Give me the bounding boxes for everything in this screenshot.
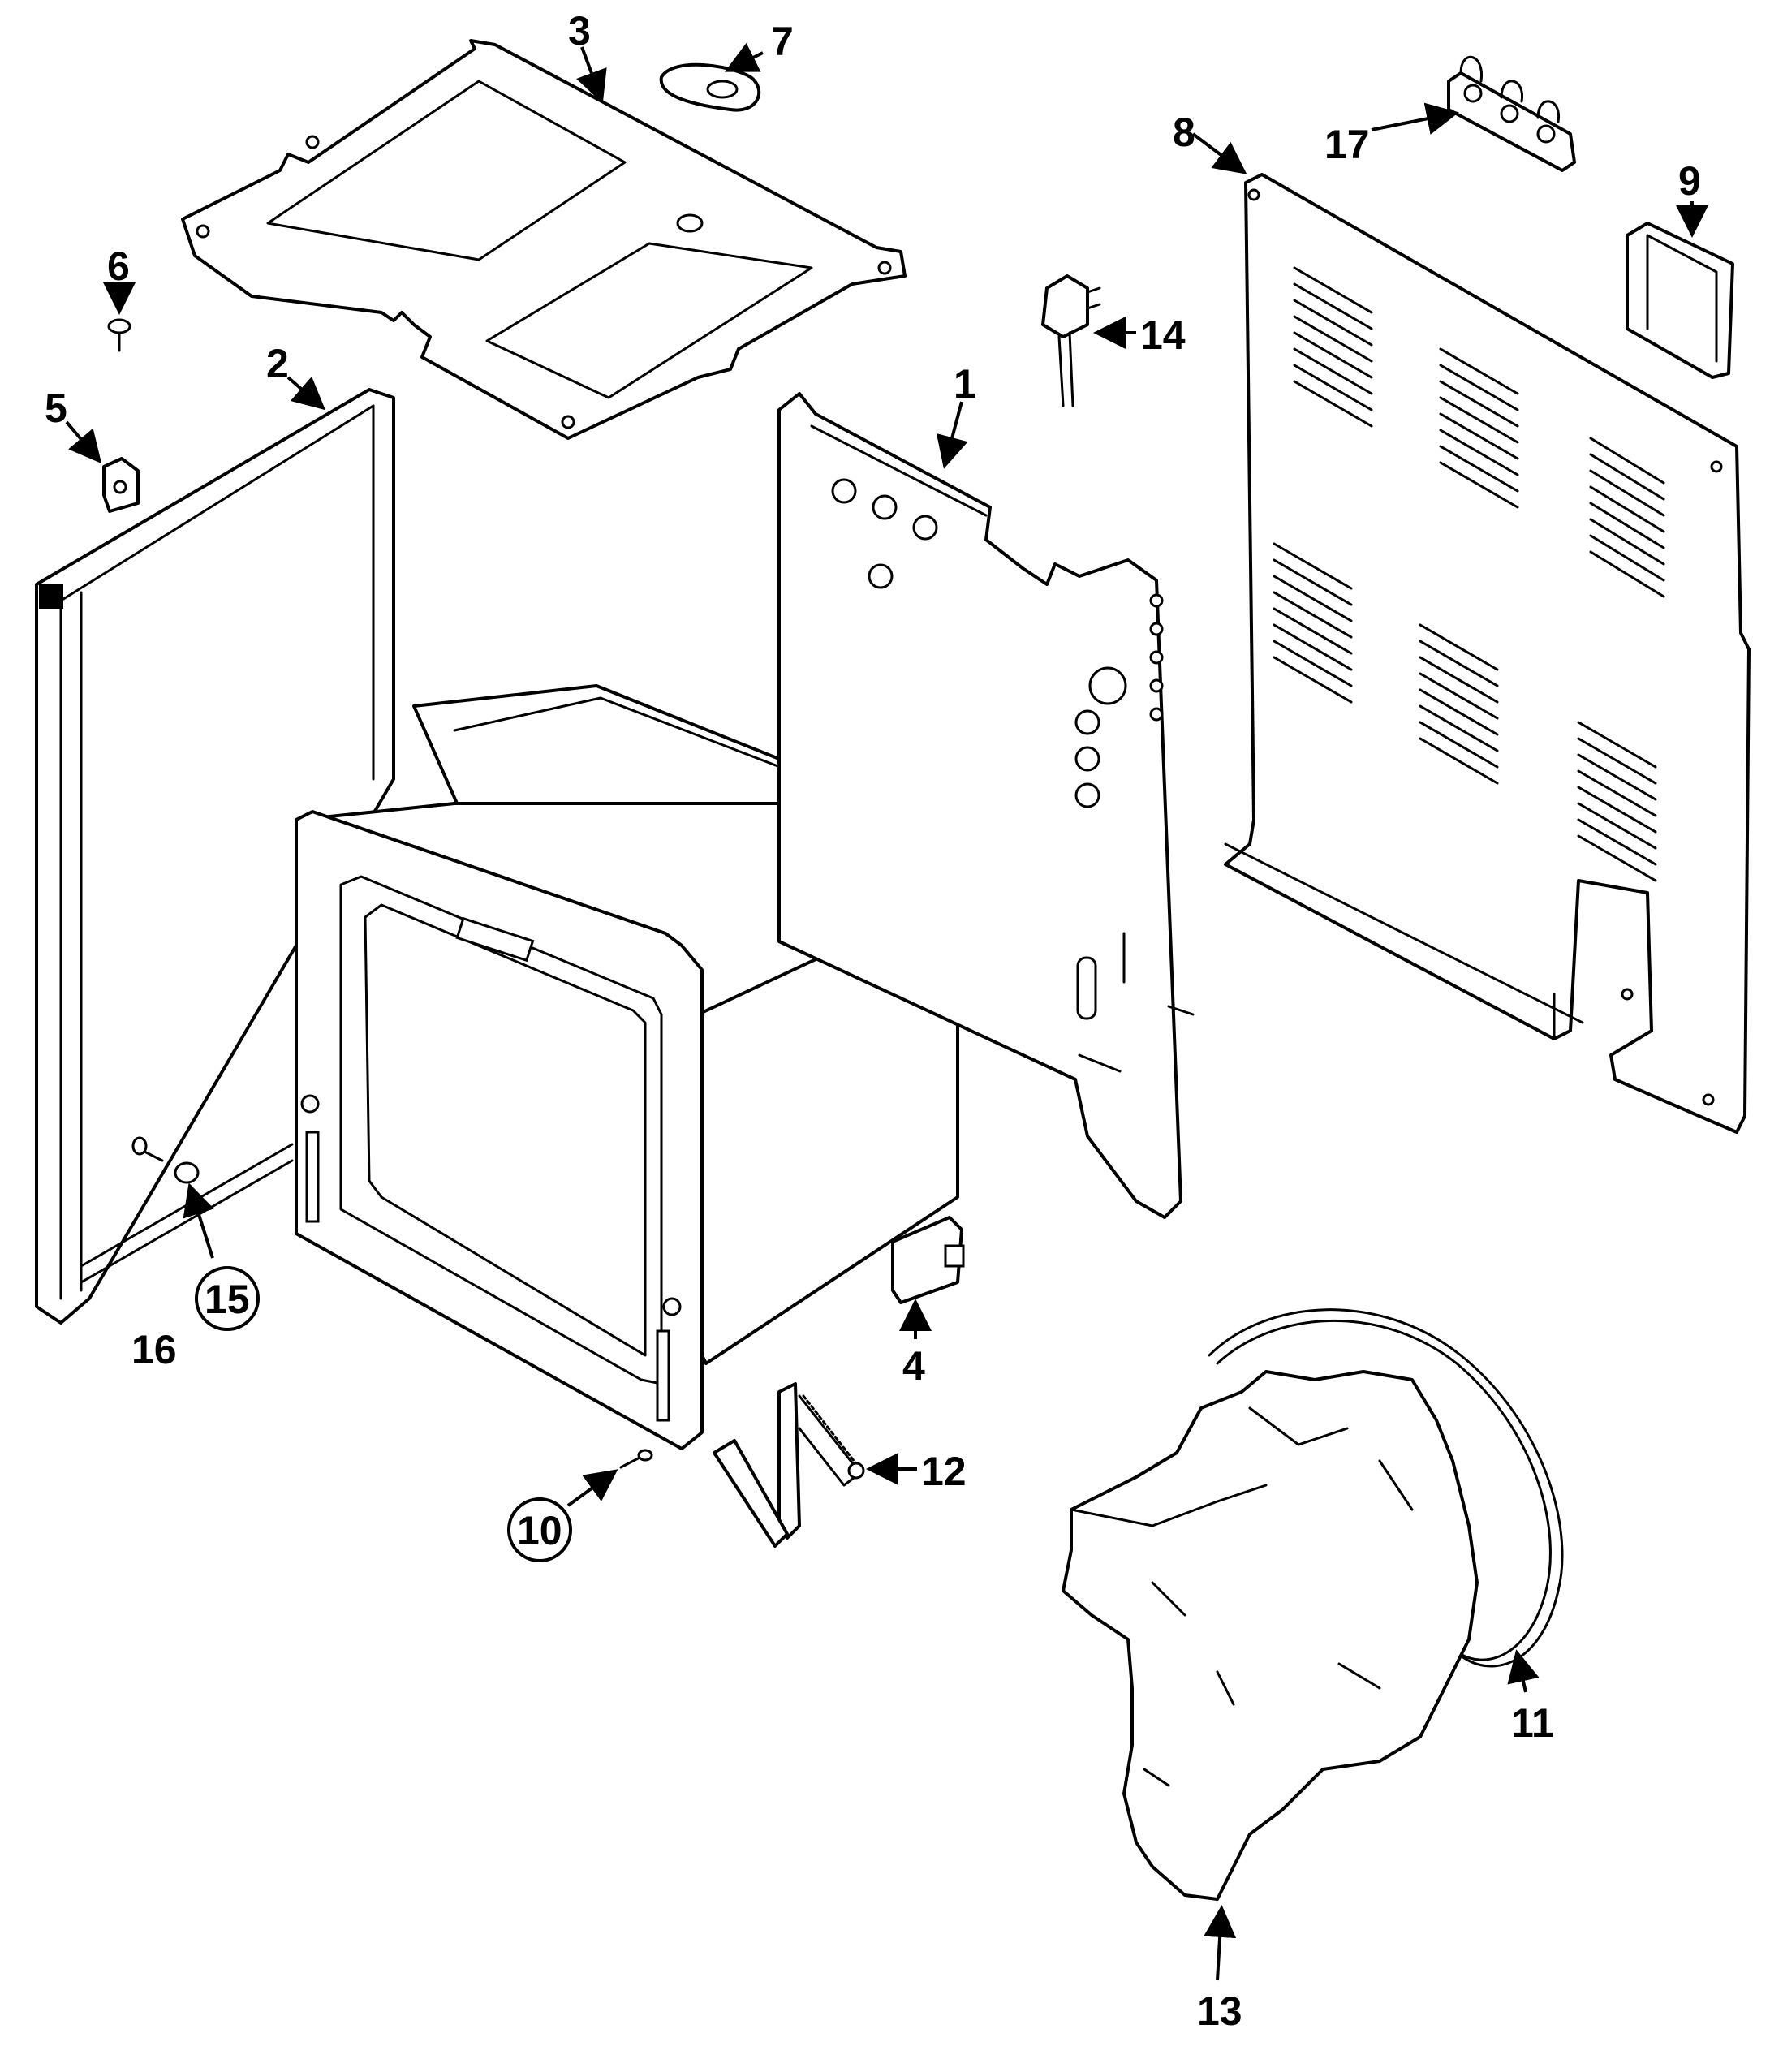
label-11: 11	[1511, 1700, 1554, 1746]
label-4: 4	[902, 1343, 925, 1389]
label-13: 13	[1197, 1988, 1242, 2034]
bracket-part-4	[891, 1216, 965, 1304]
label-17: 17	[1324, 122, 1370, 167]
label-2: 2	[266, 341, 289, 386]
control-side-panel-part-1	[777, 392, 1195, 1219]
oven-front-frame	[295, 810, 704, 1450]
label-12: 12	[921, 1449, 967, 1494]
side-panel-part-2	[35, 388, 395, 1325]
screw-part-6	[107, 318, 131, 352]
rear-panel-part-8	[1224, 173, 1751, 1134]
insulation-part-13	[1062, 1370, 1479, 1901]
screw-part-10	[619, 1449, 653, 1469]
label-6: 6	[107, 243, 130, 289]
label-15: 15	[205, 1277, 250, 1322]
label-3: 3	[568, 8, 591, 54]
leader-lines	[65, 42, 1708, 1981]
door-hinge-part-12	[713, 1382, 865, 1548]
top-panel-part-3	[181, 39, 907, 440]
callout-circle-10	[507, 1497, 572, 1562]
knob-cover-part-7	[659, 62, 761, 112]
callout-circle-15	[195, 1266, 260, 1331]
label-10: 10	[517, 1508, 562, 1553]
label-9: 9	[1678, 158, 1701, 204]
cover-box-part-9	[1626, 222, 1734, 379]
terminal-block-part-17	[1447, 55, 1576, 172]
label-14: 14	[1140, 312, 1186, 358]
label-1: 1	[954, 361, 976, 407]
label-16: 16	[131, 1327, 177, 1372]
power-plug-part-14	[1041, 274, 1101, 407]
clip-part-5	[102, 457, 140, 513]
label-8: 8	[1173, 110, 1195, 155]
part-labels: 3 7 6 5 2 1 8 17 9 14 4 12 11 13 16 15 1…	[45, 8, 1701, 2034]
screw-and-bumper-part-15	[131, 1136, 200, 1184]
label-7: 7	[771, 19, 794, 64]
label-5: 5	[45, 386, 67, 431]
